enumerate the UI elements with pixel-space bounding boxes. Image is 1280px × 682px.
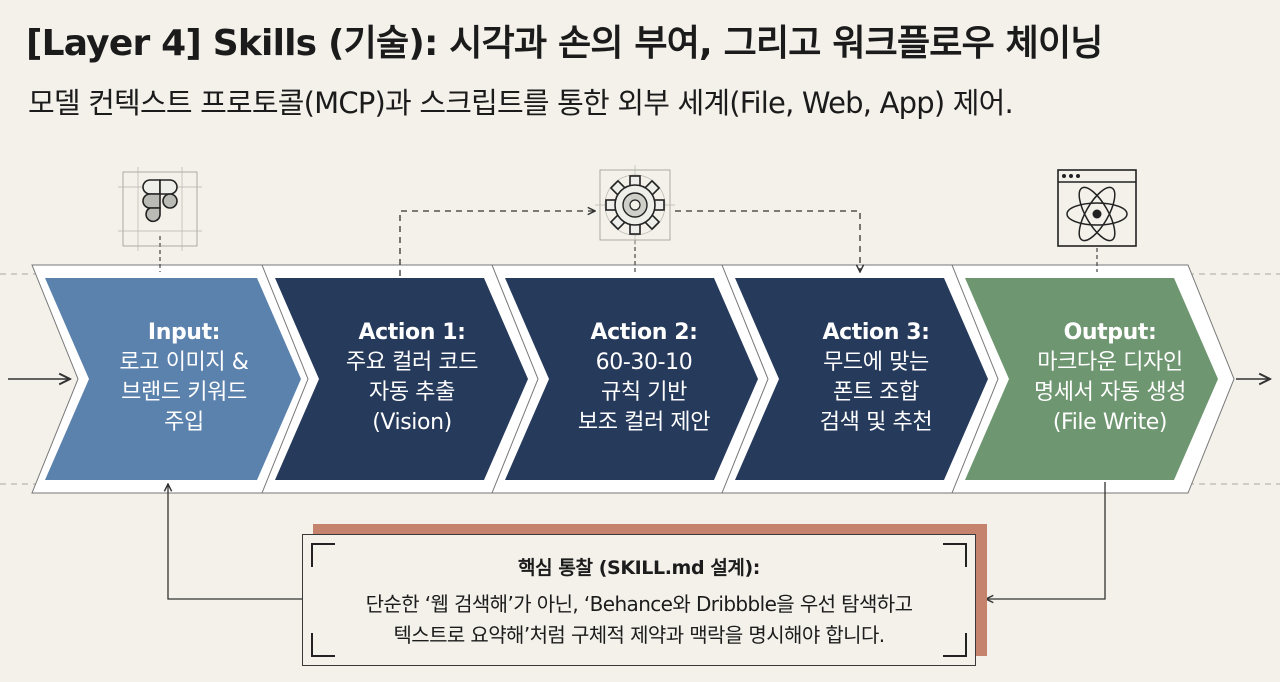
step-input-line-1: 로고 이미지 & — [119, 350, 249, 375]
step-input-shape — [45, 278, 301, 480]
step-input — [31, 264, 319, 494]
step-input-title: Input: — [147, 320, 221, 345]
step-output-label: Output: 마크다운 디자인 명세서 자동 생성 (File Write) — [1010, 318, 1210, 438]
corner-bracket — [311, 633, 335, 657]
feedback-loop-line — [986, 482, 1106, 599]
step-action-2-label: Action 2: 60-30-10 규칙 기반 보조 컬러 제안 — [544, 318, 744, 438]
step-action-3-shape — [735, 278, 988, 480]
step-action-3-line-2: 폰트 조합 — [833, 380, 919, 405]
insight-body: 단순한 ‘웹 검색해’가 아닌, ‘Behance와 Dribbble을 우선 … — [303, 589, 975, 651]
step-action-1-shape — [275, 278, 528, 480]
dashed-connector-gear-to-a3 — [675, 210, 860, 272]
step-action-1-title: Action 1: — [358, 320, 466, 345]
step-action-3 — [721, 264, 1005, 494]
page-title: [Layer 4] Skills (기술): 시각과 손의 부여, 그리고 워크… — [26, 23, 1103, 64]
insight-line-2: 텍스트로 요약해’처럼 구체적 제약과 맥락을 명시해야 합니다. — [393, 623, 885, 647]
step-action-1-label: Action 1: 주요 컬러 코드 자동 추출 (Vision) — [312, 318, 512, 438]
step-action-3-line-3: 검색 및 추천 — [819, 410, 933, 435]
step-output — [951, 264, 1235, 494]
gear-icon — [595, 165, 675, 272]
step-action-2-line-2: 규칙 기반 — [601, 380, 687, 405]
step-action-1-line-3: (Vision) — [372, 410, 452, 435]
step-output-line-2: 명세서 자동 생성 — [1033, 380, 1187, 405]
step-action-1-line-1: 주요 컬러 코드 — [345, 350, 479, 375]
step-input-line-2: 브랜드 키워드 — [121, 380, 247, 405]
step-action-2-title: Action 2: — [590, 320, 698, 345]
insight-line-1: 단순한 ‘웹 검색해’가 아닌, ‘Behance와 Dribbble을 우선 … — [365, 592, 913, 616]
corner-bracket — [943, 543, 967, 567]
corner-bracket — [311, 543, 335, 567]
step-output-line-1: 마크다운 디자인 — [1037, 350, 1183, 375]
step-output-title: Output: — [1063, 320, 1157, 345]
step-action-3-line-1: 무드에 맞는 — [823, 350, 929, 375]
step-action-3-label: Action 3: 무드에 맞는 폰트 조합 검색 및 추천 — [776, 318, 976, 438]
step-action-1-line-2: 자동 추출 — [369, 380, 455, 405]
feedback-loop-return — [168, 484, 302, 600]
corner-bracket — [943, 633, 967, 657]
react-atom-icon — [1057, 169, 1137, 272]
step-output-shape — [965, 278, 1218, 480]
figma-icon — [118, 167, 202, 272]
step-input-label: Input: 로고 이미지 & 브랜드 키워드 주입 — [84, 318, 284, 438]
insight-callout: 핵심 통찰 (SKILL.md 설계): 단순한 ‘웹 검색해’가 아닌, ‘B… — [302, 534, 976, 666]
step-action-2 — [491, 264, 775, 494]
step-action-2-line-1: 60-30-10 — [595, 350, 693, 375]
step-output-line-3: (File Write) — [1052, 410, 1168, 435]
page-subtitle: 모델 컨텍스트 프로토콜(MCP)과 스크립트를 통한 외부 세계(File, … — [28, 86, 1014, 120]
insight-title: 핵심 통찰 (SKILL.md 설계): — [518, 557, 760, 579]
step-action-2-line-3: 보조 컬러 제안 — [577, 410, 711, 435]
step-action-2-shape — [505, 278, 758, 480]
step-input-line-3: 주입 — [164, 410, 204, 435]
step-action-3-title: Action 3: — [822, 320, 930, 345]
